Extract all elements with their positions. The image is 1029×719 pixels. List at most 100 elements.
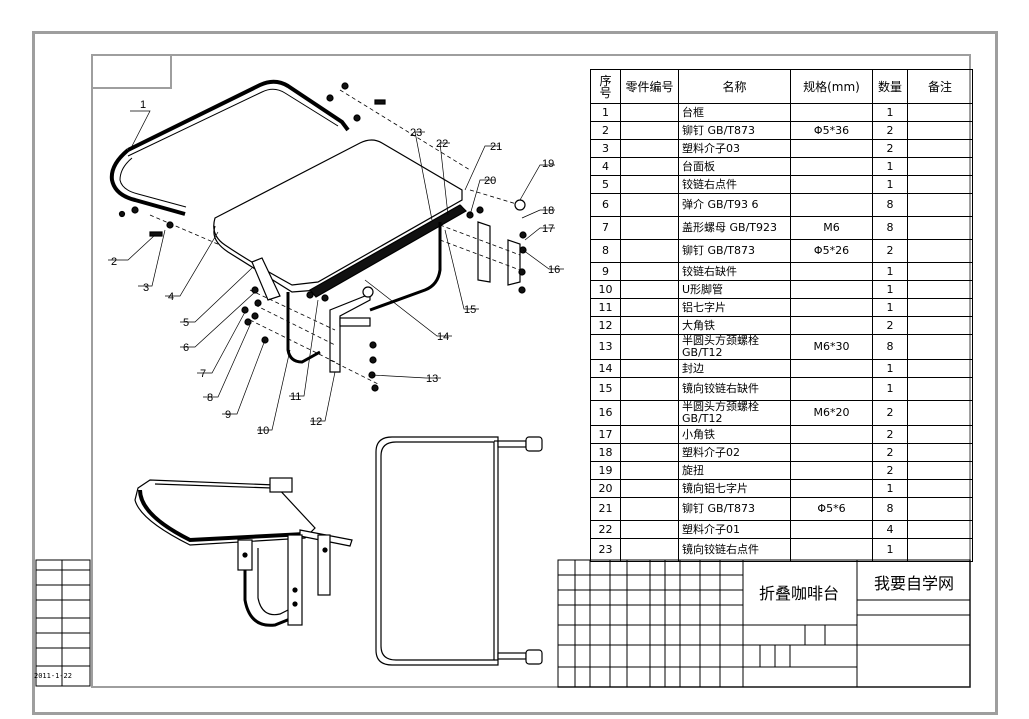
cell-no: 8 xyxy=(590,239,621,263)
cell-part-no xyxy=(620,461,679,480)
cell-qty: 2 xyxy=(872,443,908,462)
callout-19: 19 xyxy=(542,158,554,170)
cell-name: 旋扭 xyxy=(678,461,791,480)
cell-qty: 1 xyxy=(872,538,908,562)
assembled-view xyxy=(134,477,353,627)
table-top-plate xyxy=(213,139,463,286)
cell-qty: 2 xyxy=(872,400,908,426)
callout-6: 6 xyxy=(183,342,189,354)
cell-qty: 8 xyxy=(872,193,908,217)
cell-spec xyxy=(790,157,873,176)
cell-note xyxy=(907,520,973,539)
cell-part-no xyxy=(620,280,679,299)
frame-tube-left xyxy=(109,148,186,216)
cell-part-no xyxy=(620,334,679,360)
cell-spec xyxy=(790,461,873,480)
callout-14: 14 xyxy=(437,331,449,343)
cell-no: 18 xyxy=(590,443,621,462)
cell-note xyxy=(907,157,973,176)
cell-spec: Φ5*6 xyxy=(790,497,873,521)
cell-spec: Φ5*26 xyxy=(790,239,873,263)
u-leg-tube xyxy=(286,292,321,364)
left-revision-strip xyxy=(35,559,91,687)
top-view xyxy=(375,436,543,666)
cell-part-no xyxy=(620,425,679,444)
cell-spec xyxy=(790,298,873,317)
cell-name: 半圆头方颈螺栓 GB/T12 xyxy=(678,334,791,360)
cell-name: 大角铁 xyxy=(678,316,791,335)
cell-spec xyxy=(790,316,873,335)
callout-7: 7 xyxy=(200,368,206,380)
cell-note xyxy=(907,334,973,360)
cell-name: 弹介 GB/T93 6 xyxy=(678,193,791,217)
title-block-grid xyxy=(557,559,971,688)
cell-name: 铆钉 GB/T873 xyxy=(678,497,791,521)
cell-part-no xyxy=(620,121,679,140)
cell-part-no xyxy=(620,262,679,281)
header-note: 备注 xyxy=(907,69,973,104)
cell-note xyxy=(907,461,973,480)
cell-note xyxy=(907,497,973,521)
cell-no: 5 xyxy=(590,175,621,194)
hinge-right xyxy=(477,221,491,283)
callout-8: 8 xyxy=(207,392,213,404)
cell-part-no xyxy=(620,443,679,462)
cell-part-no xyxy=(620,139,679,158)
header-name: 名称 xyxy=(678,69,791,104)
cell-spec: M6*30 xyxy=(790,334,873,360)
cell-name: 塑料介子01 xyxy=(678,520,791,539)
cell-no: 1 xyxy=(590,103,621,122)
angle-iron-small xyxy=(507,239,521,286)
cell-qty: 2 xyxy=(872,121,908,140)
cell-qty: 2 xyxy=(872,239,908,263)
header-no: 序号 xyxy=(590,69,621,104)
callout-11: 11 xyxy=(290,391,301,403)
cell-name: 铆钉 GB/T873 xyxy=(678,121,791,140)
cell-spec xyxy=(790,193,873,217)
cell-qty: 1 xyxy=(872,359,908,378)
cell-no: 3 xyxy=(590,139,621,158)
cell-qty: 4 xyxy=(872,520,908,539)
callout-3: 3 xyxy=(143,282,149,294)
callout-20: 20 xyxy=(484,175,496,187)
cell-note xyxy=(907,479,973,498)
cell-part-no xyxy=(620,359,679,378)
cell-qty: 2 xyxy=(872,139,908,158)
callout-21: 21 xyxy=(490,141,502,153)
cell-part-no xyxy=(620,216,679,240)
cell-no: 21 xyxy=(590,497,621,521)
frame-tube-inner xyxy=(127,88,339,157)
header-spec: 规格(mm) xyxy=(790,69,873,104)
cell-part-no xyxy=(620,239,679,263)
header-qty: 数量 xyxy=(872,69,908,104)
callout-22: 22 xyxy=(436,138,448,150)
cell-name: 镜向铰链右缺件 xyxy=(678,377,791,401)
cell-note xyxy=(907,538,973,562)
cell-name: 塑料介子02 xyxy=(678,443,791,462)
drawing-title: 折叠咖啡台 xyxy=(758,584,839,603)
cell-spec xyxy=(790,139,873,158)
cell-spec xyxy=(790,425,873,444)
cell-note xyxy=(907,139,973,158)
cell-note xyxy=(907,359,973,378)
cell-note xyxy=(907,216,973,240)
callout-12: 12 xyxy=(310,416,322,428)
cell-spec xyxy=(790,103,873,122)
dashed-assembly-lines xyxy=(149,89,521,386)
cell-no: 23 xyxy=(590,538,621,562)
cell-no: 11 xyxy=(590,298,621,317)
callout-17: 17 xyxy=(542,223,554,235)
cell-spec xyxy=(790,359,873,378)
corner-code-box xyxy=(91,54,172,89)
